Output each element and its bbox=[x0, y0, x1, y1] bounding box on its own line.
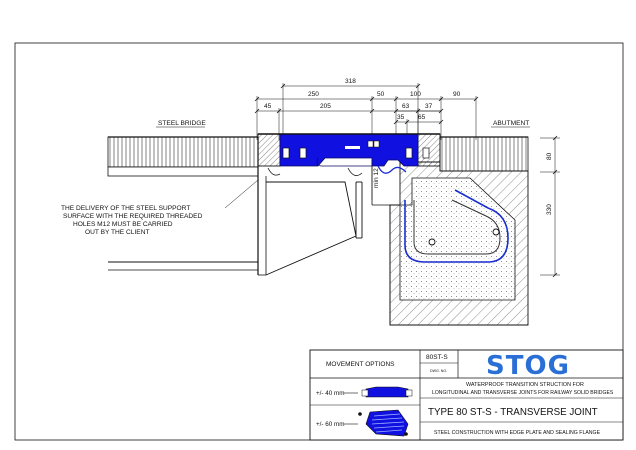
dim-center: 100 bbox=[410, 91, 421, 98]
drawing-number: 80ST-S bbox=[426, 354, 448, 361]
delivery-note-line-2: SURFACE WITH THE REQUIRED THREADED bbox=[63, 213, 203, 220]
type-title: TYPE 80 ST-S - TRANSVERSE JOINT bbox=[428, 407, 598, 418]
delivery-note-line-1: THE DELIVERY OF THE STEEL SUPPORT bbox=[61, 205, 190, 212]
description-line-1: WATERPROOF TRANSITION STRUCTION FOR bbox=[466, 382, 584, 388]
dim-height-top: 80 bbox=[546, 152, 553, 160]
dim-left-edge: 45 bbox=[264, 103, 272, 110]
movement-options-header: MOVEMENT OPTIONS bbox=[326, 361, 395, 368]
abutment-structure bbox=[371, 136, 529, 326]
type-subtitle: STEEL CONSTRUCTION WITH EDGE PLATE AND S… bbox=[434, 430, 601, 436]
delivery-note-line-3: HOLES M12 MUST BE CARRIED bbox=[73, 221, 173, 228]
dim-gap: 50 bbox=[377, 91, 385, 98]
dim-right: 90 bbox=[453, 91, 461, 98]
dim-sub-a: 63 bbox=[402, 103, 410, 110]
dim-sub-d: 65 bbox=[418, 114, 426, 121]
label-abutment: ABUTMENT bbox=[493, 120, 529, 127]
label-min: min 12 bbox=[373, 168, 380, 188]
drawing-number-label: DWG. NO. bbox=[430, 369, 447, 373]
drawing-labels: STEEL BRIDGE ABUTMENT min 12 THE DELIVER… bbox=[61, 120, 530, 236]
dim-height-total: 330 bbox=[546, 204, 553, 215]
dim-left-block: 250 bbox=[308, 91, 319, 98]
dim-sub-b: 37 bbox=[425, 103, 433, 110]
steel-bridge-structure bbox=[107, 136, 363, 276]
description-line-2: LONGITUDINAL AND TRANSVERSE JOINTS FOR R… bbox=[432, 390, 614, 396]
movement-icon-40 bbox=[361, 386, 413, 398]
dim-sub-c: 35 bbox=[397, 114, 405, 121]
joint-seal-profile bbox=[257, 133, 441, 174]
dimension-lines bbox=[254, 83, 560, 278]
title-block: MOVEMENT OPTIONS +/- 40 mm +/- 60 mm 80S… bbox=[309, 349, 624, 441]
dim-overall: 318 bbox=[345, 78, 356, 85]
dim-left-main: 205 bbox=[320, 103, 331, 110]
movement-icon-60 bbox=[358, 409, 409, 437]
stog-logo: STOG bbox=[486, 351, 570, 381]
movement-option-2: +/- 60 mm bbox=[316, 421, 345, 428]
movement-option-1: +/- 40 mm bbox=[316, 390, 345, 397]
dimension-values: 318 250 50 100 90 45 205 63 37 35 65 80 … bbox=[264, 78, 553, 215]
label-steel-bridge: STEEL BRIDGE bbox=[158, 120, 206, 127]
delivery-note-line-4: OUT BY THE CLIENT bbox=[85, 229, 150, 236]
